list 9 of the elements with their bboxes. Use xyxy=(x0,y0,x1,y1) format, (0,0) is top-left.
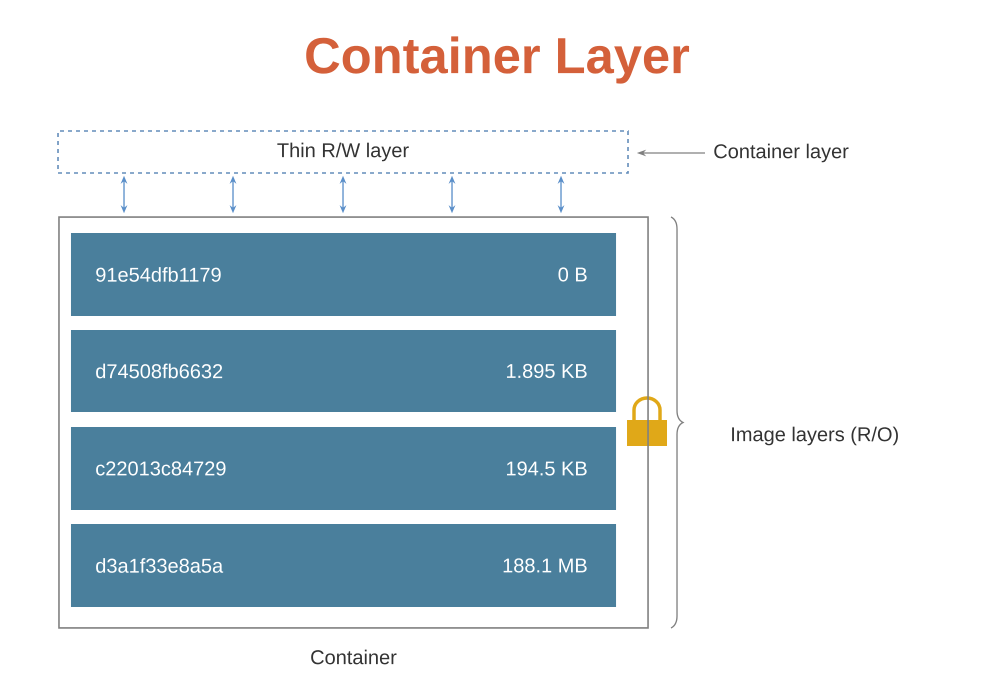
layer-bar: d74508fb6632 1.895 KB xyxy=(70,330,616,412)
dashed-box: Thin R/W layer xyxy=(57,130,629,174)
title: Container Layer xyxy=(306,36,690,84)
layer-bar: d3a1f33e8a5a 188.1 MB xyxy=(70,524,616,607)
layer-bar: 91e54dfb1179 0 B xyxy=(70,233,616,316)
callout-text: Container layer xyxy=(714,144,848,162)
layer-bar: c22013c84729 194.5 KB xyxy=(70,427,616,510)
brace-label: Image layers (R/O) xyxy=(732,426,898,446)
node-label: Container xyxy=(311,650,397,664)
